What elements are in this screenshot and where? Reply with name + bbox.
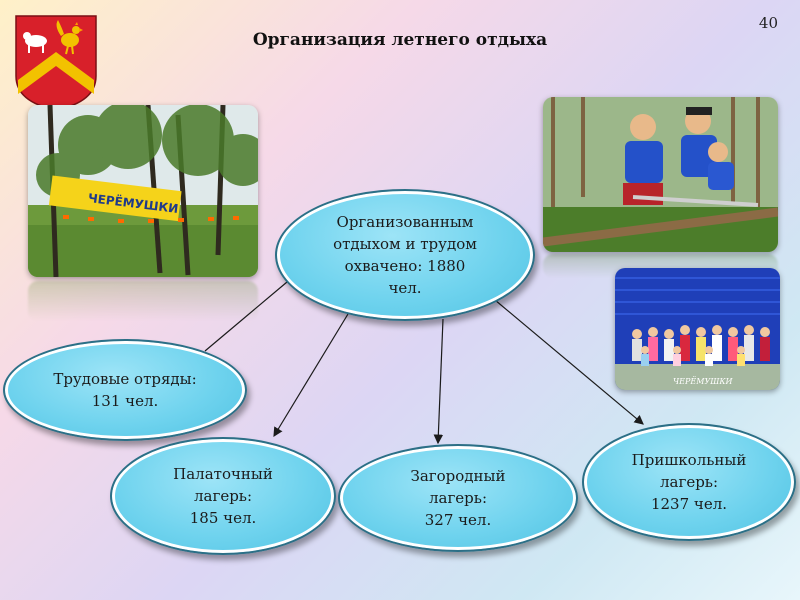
slide-title: Организация летнего отдыха — [252, 30, 548, 50]
coat-of-arms-logo — [14, 14, 98, 112]
children-group-caption: ЧЕРЁМУШКИ — [673, 377, 734, 386]
central-bubble-text: Организованным отдыхом и трудом охвачено… — [333, 213, 477, 297]
children-group-photo: ЧЕРЁМУШКИ — [615, 268, 780, 390]
school-camp-text: Пришкольный лагерь: 1237 чел. — [631, 451, 747, 513]
labor-brigades-text: Трудовые отряды: 131 чел. — [53, 370, 197, 410]
arrow-to-school — [494, 299, 644, 425]
school-camp-bubble: Пришкольный лагерь: 1237 чел. — [582, 423, 796, 541]
country-camp-text: Загородный лагерь: 327 чел. — [410, 467, 506, 529]
tent-camp-text: Палаточный лагерь: 185 чел. — [173, 465, 273, 527]
country-camp-bubble: Загородный лагерь: 327 чел. — [338, 444, 578, 552]
boys-sawing-photo — [543, 97, 778, 252]
slide-number: 40 — [758, 14, 778, 32]
arrow-to-country — [433, 318, 444, 445]
camp-banner-photo-reflection — [28, 281, 258, 321]
camp-banner-photo: ЧЕРЁМУШКИ — [28, 105, 258, 277]
central-bubble: Организованным отдыхом и трудом охвачено… — [275, 189, 535, 321]
tent-camp-bubble: Палаточный лагерь: 185 чел. — [110, 437, 336, 555]
arrow-to-tent — [273, 313, 349, 438]
labor-brigades-bubble: Трудовые отряды: 131 чел. — [3, 339, 247, 441]
arrow-to-labor — [204, 281, 288, 352]
